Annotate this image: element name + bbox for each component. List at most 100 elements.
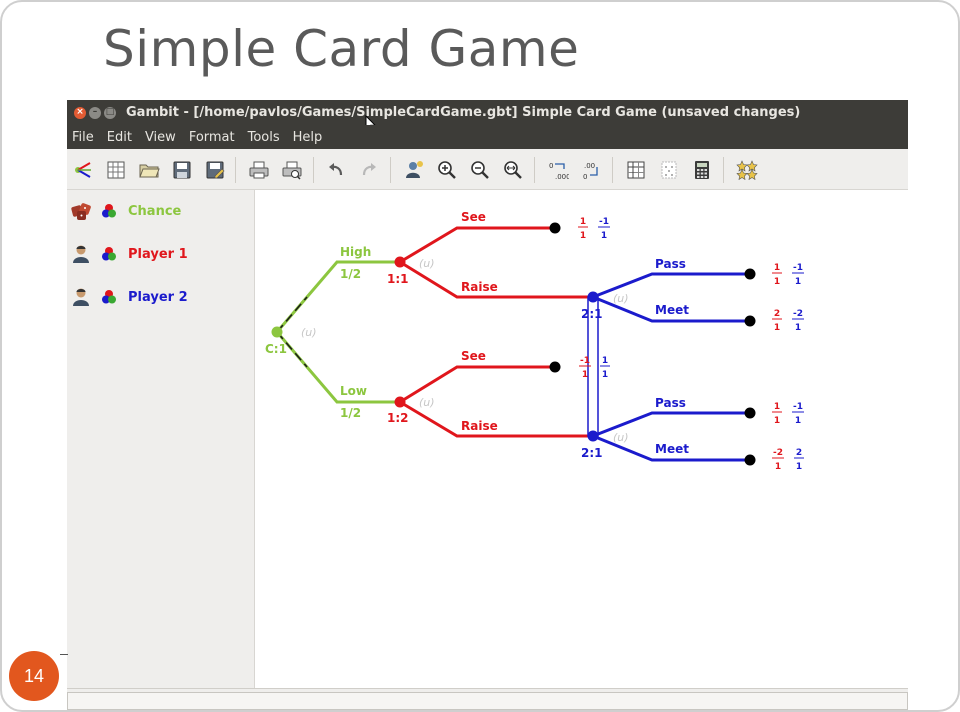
maximize-icon[interactable]: □: [104, 106, 116, 119]
chance-branch-high[interactable]: [275, 260, 400, 333]
payoff-p2-num: 2: [796, 448, 802, 458]
chance-prob-high: 1/2: [340, 267, 361, 281]
payoff-p2-num: -1: [793, 402, 803, 412]
undo-icon[interactable]: [325, 159, 347, 181]
player-row-chance[interactable]: Chance: [67, 200, 181, 222]
payoff-p2-den: 1: [601, 231, 607, 241]
print-icon[interactable]: [248, 159, 270, 181]
payoff-p2-num: 1: [602, 356, 608, 366]
payoff-pass-1: 1 1 -1 1: [772, 263, 804, 287]
save-as-icon[interactable]: [204, 159, 226, 181]
equilibrium-icon[interactable]: [736, 159, 758, 181]
close-icon[interactable]: ×: [74, 106, 86, 119]
payoff-p1-den: 1: [580, 231, 586, 241]
payoff-p1-num: 1: [774, 263, 780, 273]
p1-action-see-1: See: [461, 210, 486, 224]
p1-branch-see-2[interactable]: [399, 365, 555, 404]
calculator-icon[interactable]: [691, 159, 713, 181]
color-picker-icon[interactable]: [101, 289, 117, 305]
zoom-fit-icon[interactable]: [502, 159, 524, 181]
player-row-1[interactable]: Player 1: [67, 243, 188, 265]
decrease-decimals-icon[interactable]: 0.000: [547, 159, 569, 181]
gambit-window: × – □ Gambit - [/home/pavlos/Games/Simpl…: [67, 100, 908, 710]
player-name-chance[interactable]: Chance: [128, 203, 182, 219]
p1-branch-see-1[interactable]: [399, 226, 555, 264]
new-tree-icon[interactable]: [72, 159, 94, 181]
terminal-node[interactable]: [549, 222, 561, 234]
open-folder-icon[interactable]: [138, 159, 160, 181]
redo-icon[interactable]: [358, 159, 380, 181]
terminal-node[interactable]: [744, 315, 756, 327]
svg-text:.000: .000: [555, 173, 569, 181]
p2-branch-pass-1[interactable]: [592, 272, 750, 299]
p2-node-2-label: 2:1: [581, 446, 603, 460]
p2-branch-meet-2[interactable]: [592, 434, 750, 462]
payoff-meet-2: -2 1 2 1: [772, 448, 804, 472]
player-name-2[interactable]: Player 2: [128, 289, 188, 305]
p1-node-1-label: 1:1: [387, 272, 409, 286]
status-bar: [67, 688, 908, 710]
add-player-icon[interactable]: [403, 159, 425, 181]
color-picker-icon[interactable]: [101, 203, 117, 219]
chance-branch-low[interactable]: [275, 331, 400, 404]
print-preview-icon[interactable]: [281, 159, 303, 181]
menu-tools[interactable]: Tools: [247, 129, 280, 145]
payoff-meet-1: 2 1 -2 1: [772, 309, 804, 333]
svg-text:0: 0: [583, 173, 587, 181]
payoff-p2-den: 1: [795, 277, 801, 287]
dominance-icon[interactable]: [658, 159, 680, 181]
player-name-1[interactable]: Player 1: [128, 246, 188, 262]
window-title: Gambit - [/home/pavlos/Games/SimpleCardG…: [126, 105, 801, 120]
zoom-in-icon[interactable]: [436, 159, 458, 181]
chance-action-high: High: [340, 245, 371, 259]
p2-branch-meet-1[interactable]: [592, 295, 750, 323]
player-row-2[interactable]: Player 2: [67, 286, 188, 308]
terminal-node[interactable]: [549, 361, 561, 373]
user-icon: [73, 245, 89, 263]
payoff-p1-num: 2: [774, 309, 780, 319]
terminal-node[interactable]: [744, 407, 756, 419]
menu-edit[interactable]: Edit: [106, 129, 132, 145]
color-picker-icon[interactable]: [101, 246, 117, 262]
menu-help[interactable]: Help: [292, 129, 323, 145]
payoff-p1-num: -1: [580, 356, 590, 366]
menu-file[interactable]: File: [72, 129, 94, 145]
zoom-out-icon[interactable]: [469, 159, 491, 181]
game-tree-canvas[interactable]: C:1 (u) 1:1 (u) 1:2 (u) 2:1 (u) 2:1 (u) …: [255, 190, 908, 688]
p2-node-1-info: (u): [613, 292, 629, 305]
dice-icon: [71, 203, 91, 220]
chance-node-label: C:1: [265, 342, 287, 356]
menu-view[interactable]: View: [144, 129, 176, 145]
p1-branch-raise-1[interactable]: [399, 260, 593, 299]
p2-action-meet-1: Meet: [655, 303, 689, 317]
p1-node-1-info: (u): [419, 257, 435, 270]
svg-text:.00: .00: [584, 162, 595, 170]
minimize-icon[interactable]: –: [89, 106, 101, 119]
p1-node-2[interactable]: [394, 396, 406, 408]
chance-node[interactable]: [271, 326, 283, 338]
p2-node-2[interactable]: [587, 430, 599, 442]
menu-format[interactable]: Format: [188, 129, 235, 145]
p2-node-1-label: 2:1: [581, 307, 603, 321]
p1-branch-raise-2[interactable]: [399, 400, 593, 438]
payoff-p1-num: -2: [773, 448, 783, 458]
payoff-p1-num: 1: [774, 402, 780, 412]
terminal-node[interactable]: [744, 454, 756, 466]
p2-node-1[interactable]: [587, 291, 599, 303]
payoff-p1-den: 1: [774, 323, 780, 333]
new-table-icon[interactable]: [105, 159, 127, 181]
p1-node-1[interactable]: [394, 256, 406, 268]
p1-node-2-label: 1:2: [387, 411, 409, 425]
payoff-p1-den: 1: [774, 277, 780, 287]
save-icon[interactable]: [171, 159, 193, 181]
payoff-p2-den: 1: [795, 416, 801, 426]
strategic-form-icon[interactable]: [625, 159, 647, 181]
p2-branch-pass-2[interactable]: [592, 411, 750, 438]
payoff-p1-den: 1: [582, 370, 588, 380]
chance-prob-low: 1/2: [340, 406, 361, 420]
terminal-node[interactable]: [744, 268, 756, 280]
game-tree[interactable]: C:1 (u) 1:1 (u) 1:2 (u) 2:1 (u) 2:1 (u) …: [255, 190, 908, 688]
status-field: [67, 692, 908, 710]
payoff-p2-den: 1: [796, 462, 802, 472]
